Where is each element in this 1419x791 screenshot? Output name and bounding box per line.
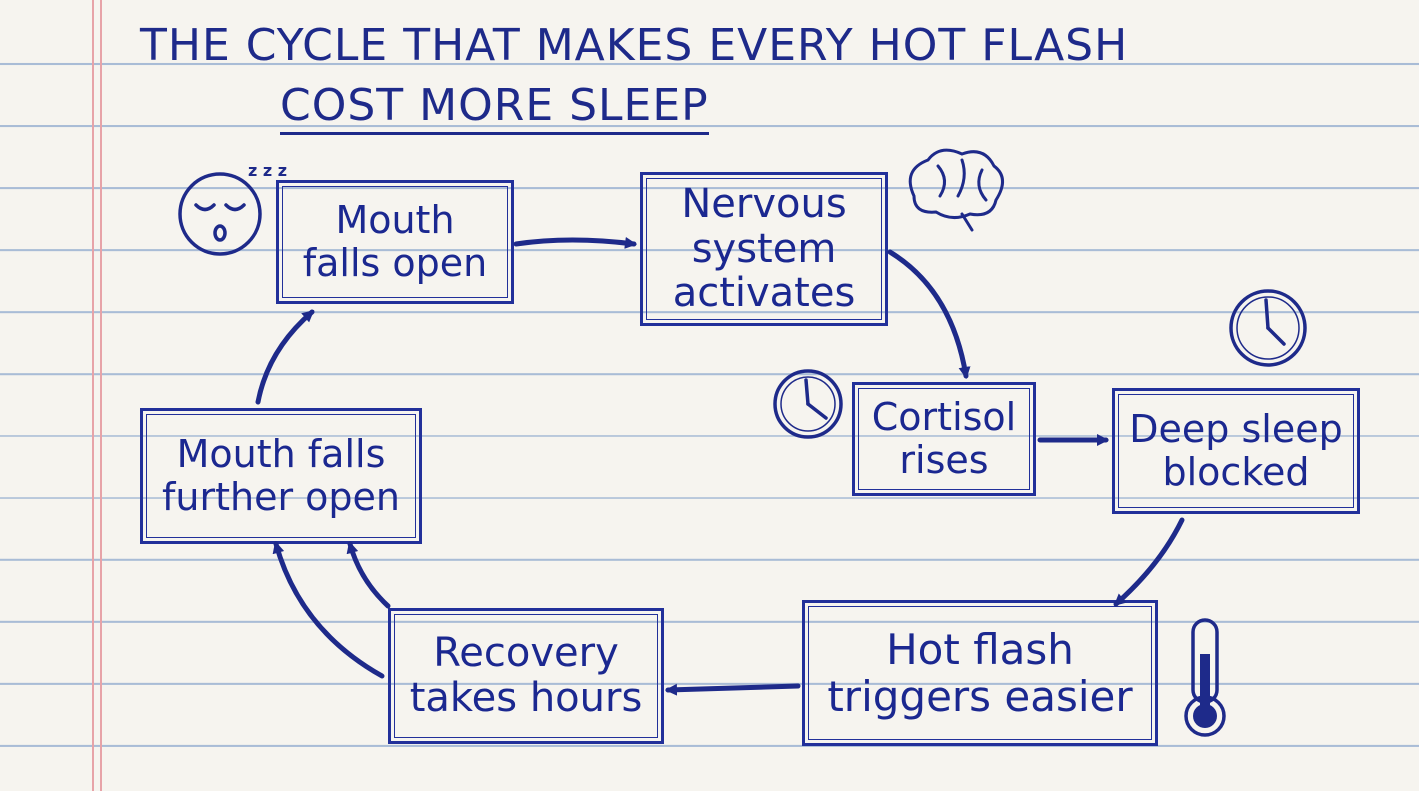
arrow-hot-flash-to-recovery xyxy=(665,683,801,696)
arrow-deep-sleep-to-hot-flash xyxy=(1113,517,1185,607)
node-label: Deep sleep blocked xyxy=(1129,407,1343,494)
arrow-open-to-nervous xyxy=(513,236,637,249)
arrow-recovery-to-further-1 xyxy=(272,541,385,679)
margin-line xyxy=(100,0,102,791)
node-mouth-falls-open: Mouth falls open xyxy=(276,180,514,304)
node-label: Mouth falls further open xyxy=(162,432,400,519)
node-cortisol-rises: Cortisol rises xyxy=(852,382,1036,496)
node-label: Nervous system activates xyxy=(672,180,856,317)
title-line-1: THE CYCLE THAT MAKES EVERY HOT FLASH xyxy=(140,20,1129,71)
thermometer-icon xyxy=(1184,618,1226,737)
arrow-recovery-to-further-2 xyxy=(346,541,391,609)
sleeping-face-icon xyxy=(178,172,262,256)
node-mouth-falls-further-open: Mouth falls further open xyxy=(140,408,422,544)
node-label: Hot flash triggers easier xyxy=(827,624,1133,721)
sleep-zzz-text: z z z xyxy=(248,161,287,180)
node-label: Mouth falls open xyxy=(302,198,488,285)
arrow-further-to-open xyxy=(255,309,315,405)
brain-icon xyxy=(908,148,1004,232)
node-deep-sleep-blocked: Deep sleep blocked xyxy=(1112,388,1360,514)
node-label: Recovery takes hours xyxy=(409,630,643,721)
arrow-nervous-to-cortisol xyxy=(887,249,971,379)
node-hot-flash-triggers-easier: Hot flash triggers easier xyxy=(802,600,1158,746)
title-line-2: COST MORE SLEEP xyxy=(280,84,709,135)
node-label: Cortisol rises xyxy=(871,395,1017,482)
node-recovery-takes-hours: Recovery takes hours xyxy=(388,608,664,744)
clock-icon xyxy=(773,369,843,439)
margin-line xyxy=(92,0,94,791)
node-nervous-system-activates: Nervous system activates xyxy=(640,172,888,326)
clock-icon xyxy=(1229,289,1307,367)
